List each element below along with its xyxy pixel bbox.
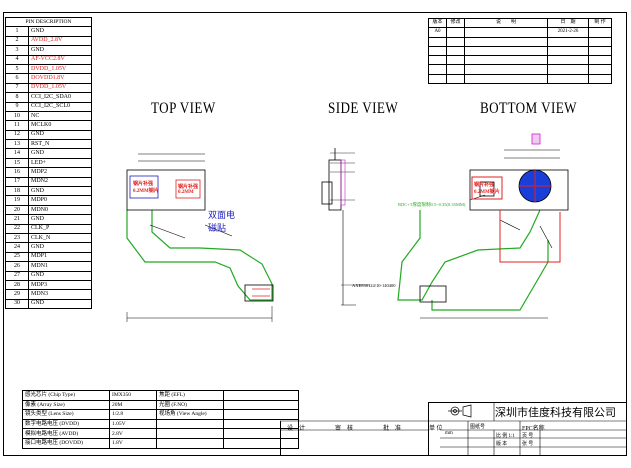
projection-symbol-icon xyxy=(448,404,472,418)
bottom-stiffener-label-sub: 0.2MM钢片 xyxy=(474,190,500,195)
spec-cell xyxy=(223,409,299,420)
top-stiffener-mid xyxy=(175,179,201,199)
spec-cell xyxy=(223,437,299,449)
page-label: 页 号 xyxy=(522,434,534,439)
bottom-view-board xyxy=(469,169,569,211)
double-tape-label-2: 磁贴 xyxy=(208,223,227,233)
bottom-stiffener xyxy=(471,176,503,200)
stiffener-label-left: 钢片补强 xyxy=(133,182,154,187)
double-tape-label: 双面电 xyxy=(208,210,236,220)
bottom-mark xyxy=(531,133,541,145)
bottom-connector-small xyxy=(479,181,495,197)
spec-cell: 感光芯片 (Chip Type) xyxy=(22,390,110,401)
version-label: 版 本 xyxy=(496,442,508,447)
spec-cell: IMX350 xyxy=(109,390,157,401)
bottom-view-title: BOTTOM VIEW xyxy=(480,100,577,117)
fpc-name-label: FPC名称 xyxy=(522,426,545,432)
spec-cell: 2.8V xyxy=(109,428,157,439)
signoff-approve: 批 准 xyxy=(383,426,402,432)
signoff-review: 审 核 xyxy=(335,426,354,432)
spec-cell: 焦距 (EFL) xyxy=(156,390,224,401)
title-block xyxy=(428,402,627,456)
spec-cell: 视场角 (View Angle) xyxy=(156,409,224,420)
top-connector xyxy=(244,284,274,302)
pin-signal: GND xyxy=(28,298,92,310)
spec-cell: 1/2.8 xyxy=(109,409,157,420)
spec-cell: 镜头类型 (Lens Size) xyxy=(22,409,110,420)
company-name: 深圳市佳度科技有限公司 xyxy=(495,407,616,419)
top-view-title: TOP VIEW xyxy=(151,100,216,117)
stiffener-label-mid: 钢片补强 xyxy=(178,185,199,190)
bottom-fpc-outline xyxy=(397,209,549,311)
unit-value: mm xyxy=(445,431,453,436)
top-fpc-outline xyxy=(126,210,273,301)
spec-cell: 1.8V xyxy=(109,437,157,449)
side-view-drawing xyxy=(321,148,370,306)
top-view-board xyxy=(126,169,206,211)
bottom-note-label: RDC+T厚度限制0.5~0.35(0.35MM) xyxy=(398,202,466,207)
spec-row: 接口电路电压 (DOVDD)1.8V xyxy=(22,437,299,449)
sheet-label: 张 号 xyxy=(522,442,534,447)
top-stiffener-left xyxy=(129,175,159,199)
spec-cell: 光圈 (F.NO) xyxy=(156,399,224,411)
spec-cell xyxy=(156,428,224,439)
stiffener-label-left-sub: 0.2MM钢片 xyxy=(133,189,159,194)
signoff-row: 设 计 审 核 批 准 xyxy=(280,421,427,456)
spec-cell xyxy=(223,399,299,411)
revision-cell xyxy=(588,73,612,85)
spec-row: 数字电路电压 (DVDD)1.05V xyxy=(22,418,299,430)
drawing-no-label: 图纸号 xyxy=(470,425,486,430)
spec-cell: 20M xyxy=(109,399,157,411)
spec-cell: 数字电路电压 (DVDD) xyxy=(22,418,110,430)
scale-label: 比 例 1:1 xyxy=(496,434,515,439)
spec-cell: 模拟电路电压 (AVDD) xyxy=(22,428,110,439)
spec-cell xyxy=(156,418,224,430)
spec-cell: 像素 (Array Size) xyxy=(22,399,110,411)
revision-row xyxy=(428,73,612,85)
spec-cell: 接口电路电压 (DOVDD) xyxy=(22,437,110,449)
spec-row: 模拟电路电压 (AVDD)2.8V xyxy=(22,428,299,439)
side-part-label: AXE830124/10-140400 xyxy=(352,283,396,288)
bottom-stiffener-label: 钢片补强 xyxy=(474,183,495,188)
bottom-connector xyxy=(419,285,447,303)
spec-cell: 1.05V xyxy=(109,418,157,430)
stiffener-label-mid-sub: 0.2MM xyxy=(178,190,194,195)
side-view-title: SIDE VIEW xyxy=(328,100,399,117)
sheet-border xyxy=(3,12,627,456)
lens-circle xyxy=(518,169,552,203)
unit-label: 单 位 xyxy=(429,426,443,432)
signoff-design: 设 计 xyxy=(287,426,306,432)
spec-cell xyxy=(223,390,299,401)
spec-cell xyxy=(156,437,224,449)
bottom-red-trace xyxy=(499,210,561,263)
